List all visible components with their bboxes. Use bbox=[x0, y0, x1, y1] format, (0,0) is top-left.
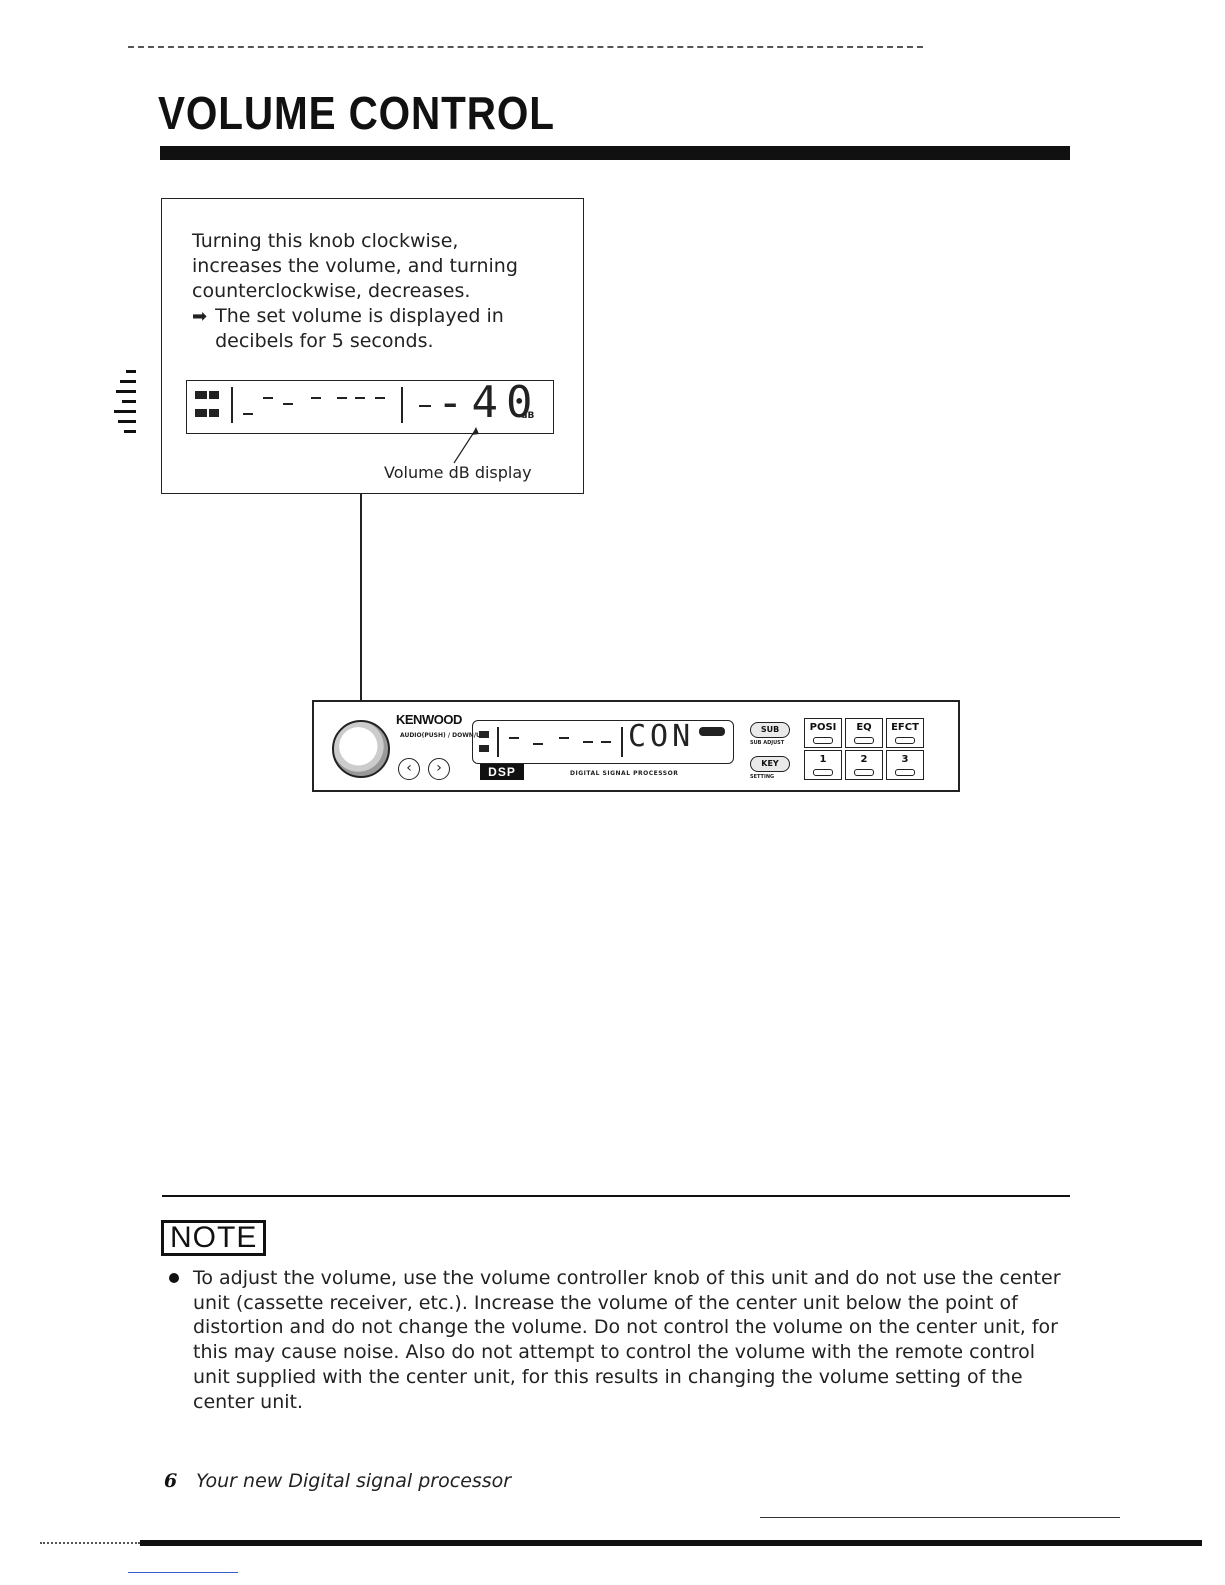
sub-button[interactable]: SUB bbox=[750, 722, 790, 738]
bottom-thick-rule bbox=[140, 1540, 1202, 1546]
note-rule bbox=[162, 1195, 1070, 1197]
page-title: VOLUME CONTROL bbox=[158, 87, 555, 139]
efct-label: EFCT bbox=[891, 722, 919, 733]
volume-lcd: -40 dB bbox=[186, 377, 554, 434]
callout-line-2: increases the volume, and turning bbox=[192, 255, 518, 277]
bullet-icon bbox=[169, 1273, 179, 1283]
lcd-unit: dB bbox=[521, 411, 535, 421]
efct-button[interactable]: EFCT bbox=[886, 718, 924, 748]
callout-text: Turning this knob clockwise, increases t… bbox=[192, 229, 572, 354]
preset-2-button[interactable]: 2 bbox=[845, 750, 883, 780]
note-text: To adjust the volume, use the volume con… bbox=[193, 1267, 1061, 1413]
caption-pointer bbox=[453, 427, 479, 464]
up-button[interactable]: › bbox=[428, 758, 450, 780]
note-heading: NOTE bbox=[161, 1220, 267, 1256]
preset-3-button[interactable]: 3 bbox=[886, 750, 924, 780]
callout-note: ➡ The set volume is displayed in decibel… bbox=[192, 304, 572, 354]
preset-3-label: 3 bbox=[901, 754, 909, 765]
eq-button[interactable]: EQ bbox=[845, 718, 883, 748]
page-number: 6 bbox=[164, 1470, 178, 1492]
volume-knob[interactable] bbox=[332, 720, 390, 778]
key-caption: SETTING bbox=[750, 774, 775, 780]
callout-line-1: Turning this knob clockwise, bbox=[192, 230, 459, 252]
bottom-thin-rule bbox=[760, 1517, 1120, 1518]
dsp-badge: DSP bbox=[480, 764, 524, 780]
callout-line-3: counterclockwise, decreases. bbox=[192, 280, 471, 302]
bottom-blue-line bbox=[128, 1572, 238, 1573]
dsp-unit-panel: KENWOOD AUDIO(PUSH) / DOWN/UP ‹ › CON DS… bbox=[312, 700, 960, 792]
brand-logo: KENWOOD bbox=[396, 712, 462, 727]
top-dashed-rule bbox=[128, 46, 923, 48]
preset-2-label: 2 bbox=[860, 754, 868, 765]
lcd-volume-digits: -40 bbox=[437, 377, 541, 428]
chevron-right-icon: › bbox=[436, 760, 442, 776]
eq-label: EQ bbox=[856, 722, 872, 733]
footer-text: Your new Digital signal processor bbox=[196, 1470, 512, 1492]
posi-button[interactable]: POSI bbox=[804, 718, 842, 748]
side-marks bbox=[114, 370, 140, 440]
posi-label: POSI bbox=[809, 722, 837, 733]
key-button[interactable]: KEY bbox=[750, 756, 790, 772]
right-arrow-icon: ➡ bbox=[192, 306, 208, 327]
callout-note-line-2: decibels for 5 seconds. bbox=[215, 330, 434, 352]
bottom-dotted-rule bbox=[40, 1542, 140, 1544]
volume-display-caption: Volume dB display bbox=[384, 463, 532, 482]
callout-box: Turning this knob clockwise, increases t… bbox=[161, 198, 584, 494]
down-button[interactable]: ‹ bbox=[398, 758, 420, 780]
title-rule bbox=[160, 146, 1070, 160]
knob-caption: AUDIO(PUSH) / DOWN/UP bbox=[400, 732, 486, 739]
preset-1-label: 1 bbox=[819, 754, 827, 765]
chevron-left-icon: ‹ bbox=[406, 760, 412, 776]
callout-note-line-1: The set volume is displayed in bbox=[215, 305, 504, 327]
unit-display-text: CON bbox=[628, 719, 695, 754]
unit-display: CON bbox=[472, 719, 734, 764]
leader-line bbox=[360, 494, 362, 764]
sub-caption: SUB ADJUST bbox=[750, 740, 785, 746]
preset-1-button[interactable]: 1 bbox=[804, 750, 842, 780]
lcd-speaker-icons bbox=[195, 387, 225, 425]
dsp-caption: DIGITAL SIGNAL PROCESSOR bbox=[570, 770, 679, 777]
